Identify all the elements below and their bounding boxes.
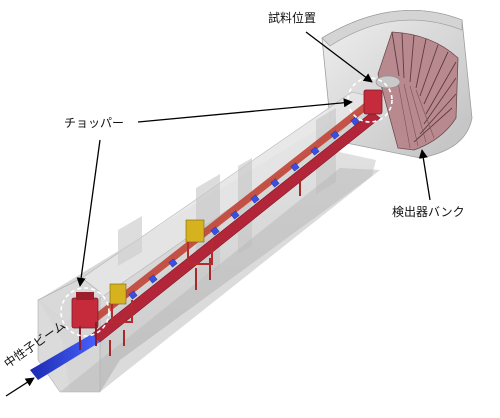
detector-bank <box>375 31 459 151</box>
label-chopper: チョッパー <box>64 116 125 130</box>
arrow-icon <box>5 31 431 397</box>
dashed-circle-icon <box>60 77 393 337</box>
chopper-rear <box>363 89 383 115</box>
neutron-beam <box>30 334 100 380</box>
label-detector-bank: 検出器バンク <box>392 205 465 219</box>
yellow-stage-2 <box>185 219 213 265</box>
chopper-front <box>71 292 99 350</box>
yellow-stage-1 <box>109 283 133 323</box>
shielding-tunnel <box>37 91 380 393</box>
label-sample-position: 試料位置 <box>268 11 317 25</box>
